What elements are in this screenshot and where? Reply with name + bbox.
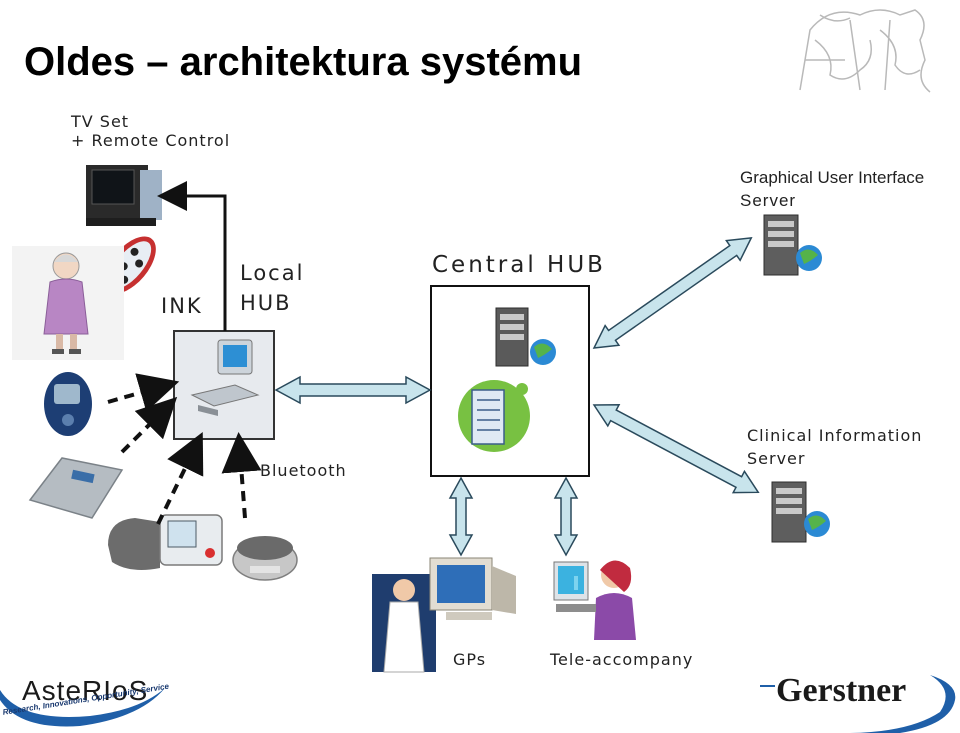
slide-title: Oldes – architektura systému: [24, 40, 583, 84]
gui-server-label-line2: Server: [740, 191, 797, 210]
local-hub-label-line1: Local: [240, 261, 305, 285]
central-server-icon: [495, 307, 556, 367]
gps-label: GPs: [453, 650, 487, 669]
blood-pressure-monitor-icon: [108, 514, 223, 570]
tv-set-icon: [86, 165, 162, 226]
central-hub-label: Central HUB: [432, 252, 606, 278]
tv-set-label-line2: + Remote Control: [71, 131, 231, 150]
database-rack-icon: [458, 380, 530, 452]
tele-accompany-label: Tele-accompany: [550, 650, 694, 669]
tv-set-label: TV Set + Remote Control: [71, 112, 230, 150]
arrow-central-to-gui: [592, 236, 753, 349]
clinical-server-icon: [771, 481, 830, 543]
glucometer-icon: [44, 372, 92, 436]
elderly-woman-icon: [12, 246, 124, 360]
ink-label: INK: [161, 294, 203, 318]
asterios-logo-icon: [0, 688, 165, 727]
gp-doctor-icon: [372, 557, 516, 673]
kitchen-scale-icon: [232, 536, 298, 581]
local-hub-label-line2: HUB: [240, 291, 292, 315]
gerstner-logo-text: Gerstner: [776, 672, 907, 709]
gerstner-logo-icon: [760, 675, 956, 733]
gui-server-icon: [763, 214, 822, 276]
gui-server-label: Graphical User Interface Server: [740, 166, 924, 212]
tv-set-label-line1: TV Set: [71, 112, 130, 131]
bathroom-scale-icon: [28, 457, 124, 519]
arrow-central-to-tele: [553, 476, 579, 557]
arrow-hub-to-tv: [157, 181, 227, 331]
asterios-logo-text: AsteRIoS: [22, 675, 149, 706]
bluetooth-label: Bluetooth: [260, 461, 347, 480]
arrow-central-to-clinical: [592, 403, 760, 494]
arrow-central-to-gps: [448, 476, 474, 557]
clinical-server-label-line1: Clinical Information: [747, 426, 923, 445]
crest-icon: [799, 9, 931, 93]
tele-accompany-operator-icon: [553, 560, 636, 640]
local-hub-device-icon: [173, 330, 275, 440]
clinical-server-label-line2: Server: [747, 449, 806, 468]
arrow-local-to-central: [274, 375, 432, 405]
gui-server-label-line1: Graphical User Interface: [740, 168, 925, 187]
bluetooth-arrows: [107, 373, 262, 525]
local-hub-label: Local HUB: [240, 258, 304, 318]
clinical-server-label: Clinical Information Server: [747, 424, 922, 470]
